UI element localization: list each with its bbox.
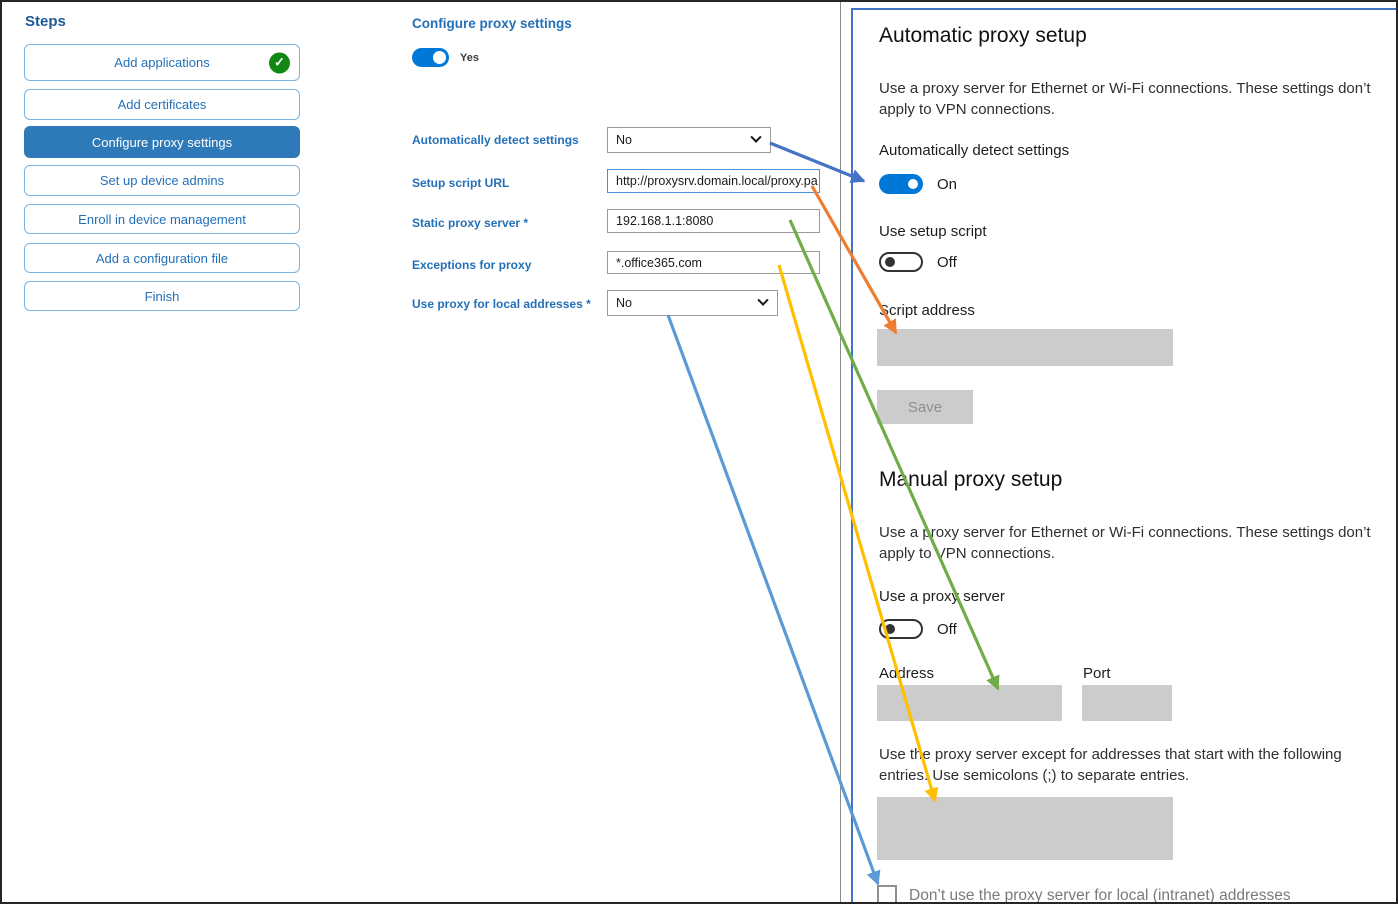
- step-add-certificates[interactable]: Add certificates: [24, 89, 300, 120]
- local-intranet-checkbox-label: Don’t use the proxy server for local (in…: [909, 887, 1291, 904]
- step-finish[interactable]: Finish: [24, 281, 300, 311]
- step-label: Add a configuration file: [95, 250, 229, 266]
- use-proxy-server-state: Off: [937, 621, 957, 638]
- select-value: No: [616, 133, 632, 147]
- step-label: Set up device admins: [99, 173, 225, 188]
- step-configure-proxy-settings[interactable]: Configure proxy settings: [24, 126, 300, 158]
- use-setup-script-state: Off: [937, 254, 957, 271]
- autodetect-toggle[interactable]: [879, 174, 923, 194]
- automatic-proxy-setup-heading: Automatic proxy setup: [879, 24, 1087, 47]
- autodetect-select[interactable]: No: [607, 127, 771, 153]
- configure-proxy-toggle-label: Yes: [460, 52, 479, 64]
- toggle-knob: [433, 51, 446, 64]
- page-title: Configure proxy settings: [412, 16, 572, 31]
- use-setup-script-label: Use setup script: [879, 223, 987, 240]
- input-value: http://proxysrv.domain.local/proxy.pa: [616, 174, 818, 188]
- steps-panel-title: Steps: [25, 13, 66, 30]
- local-intranet-checkbox[interactable]: [877, 885, 897, 902]
- local-addresses-arrow: [666, 314, 881, 886]
- field-label-setup-script-url: Setup script URL: [412, 176, 510, 190]
- step-label: Enroll in device management: [78, 211, 246, 227]
- toggle-knob: [908, 179, 918, 189]
- step-set-up-device-admins[interactable]: Set up device admins: [24, 165, 300, 196]
- field-label-autodetect: Automatically detect settings: [412, 133, 579, 147]
- field-label-exceptions: Exceptions for proxy: [412, 258, 532, 272]
- chevron-down-icon: [750, 131, 762, 143]
- setup-script-url-input[interactable]: http://proxysrv.domain.local/proxy.pa: [607, 169, 820, 193]
- input-value: *.office365.com: [616, 255, 702, 270]
- panel-divider: [840, 2, 841, 902]
- port-label: Port: [1083, 665, 1111, 682]
- exceptions-for-proxy-input[interactable]: *.office365.com: [607, 251, 820, 274]
- manual-proxy-description: Use a proxy server for Ethernet or Wi-Fi…: [879, 524, 1371, 563]
- use-proxy-server-label: Use a proxy server: [879, 588, 1005, 605]
- step-label: Add certificates: [117, 97, 207, 112]
- step-label: Add applications: [114, 55, 210, 70]
- use-setup-script-toggle[interactable]: [879, 252, 923, 272]
- step-add-applications[interactable]: Add applications ✓: [24, 44, 300, 81]
- step-add-a-configuration-file[interactable]: Add a configuration file: [24, 243, 300, 273]
- autodetect-toggle-state: On: [937, 176, 958, 193]
- script-address-input[interactable]: [877, 329, 1173, 366]
- step-label: Finish: [144, 288, 180, 304]
- save-button[interactable]: Save: [877, 390, 973, 424]
- toggle-knob: [885, 257, 895, 267]
- toggle-knob: [885, 624, 895, 634]
- proxy-exceptions-description: Use the proxy server except for addresse…: [879, 746, 1342, 785]
- field-label-static-proxy-server: Static proxy server *: [412, 216, 529, 230]
- configure-proxy-toggle[interactable]: [412, 48, 449, 67]
- step-enroll-in-device-management[interactable]: Enroll in device management: [24, 204, 300, 234]
- completed-check-icon: ✓: [269, 52, 290, 73]
- autodetect-toggle-label: Automatically detect settings: [879, 142, 1070, 159]
- port-input[interactable]: [1082, 685, 1172, 721]
- field-label-local-addresses: Use proxy for local addresses *: [412, 297, 591, 311]
- select-value: No: [616, 296, 632, 310]
- address-input[interactable]: [877, 685, 1062, 721]
- local-addresses-select[interactable]: No: [607, 290, 778, 316]
- address-label: Address: [879, 665, 935, 682]
- step-label: Configure proxy settings: [91, 134, 233, 150]
- automatic-proxy-description: Use a proxy server for Ethernet or Wi-Fi…: [879, 80, 1371, 119]
- input-value: 192.168.1.1:8080: [616, 214, 714, 228]
- manual-proxy-setup-heading: Manual proxy setup: [879, 468, 1063, 491]
- static-proxy-server-input[interactable]: 192.168.1.1:8080: [607, 209, 820, 233]
- script-address-label: Script address: [879, 302, 975, 319]
- chevron-down-icon: [757, 294, 769, 306]
- proxy-exceptions-textarea[interactable]: [877, 797, 1173, 860]
- use-proxy-server-toggle[interactable]: [879, 619, 923, 639]
